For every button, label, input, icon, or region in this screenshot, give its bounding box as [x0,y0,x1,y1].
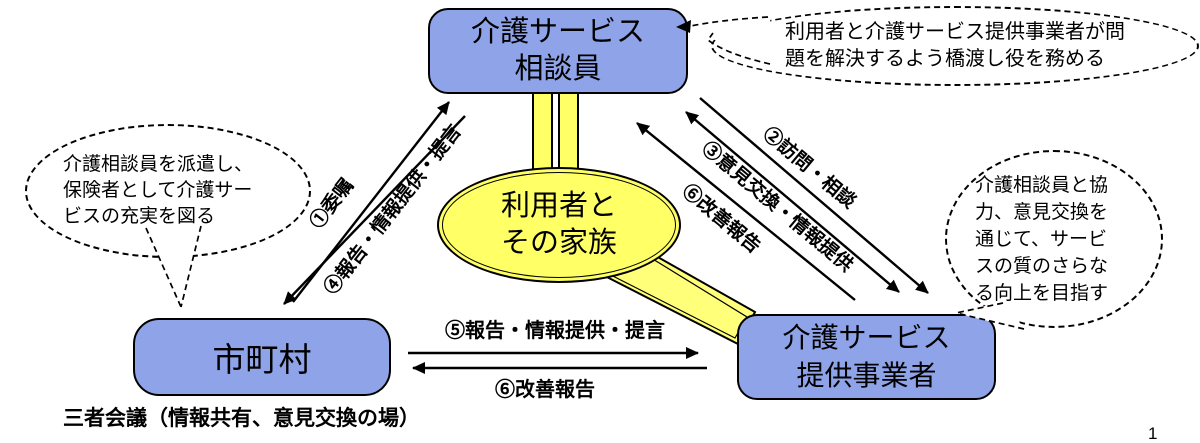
speech-bubble-municipality: 介護相談員を派遣し、 保険者として介護サー ビスの充実を図る [25,124,311,258]
arrow-exchange-info [685,111,900,293]
speech-bubble-provider-text: 介護相談員と協 力、意見交換を 通じて、サービ スの質のさらな る向上を目指す [975,174,1109,304]
arrow-improvement-report-right [636,122,856,301]
caption-three-party-meeting: 三者会議（情報共有、意見交換の場） [63,407,420,430]
arrow-label-commission: ①委嘱 [305,174,358,233]
speech-bubble-consultant-text: 利用者と介護サービス提供事業者が問 題を解決するよう橋渡し役を務める [785,21,1125,70]
speech-bubble-provider: 介護相談員と協 力、意見交換を 通じて、サービ スの質のさらな る向上を目指す [945,150,1163,328]
node-users-and-family-label: 利用者と その家族 [500,190,617,259]
arrow-visit-consult [699,97,929,294]
arrow-label-improvement-bottom: ⑥改善報告 [495,377,595,401]
node-users-and-family: 利用者と その家族 [437,167,681,283]
speech-bubble-consultant: 利用者と介護サービス提供事業者が問 題を解決するよう橋渡し役を務める [711,6,1199,86]
connector-bar-left [532,87,553,173]
node-care-service-consultant-label: 介護サービス 相談員 [470,16,645,85]
arrow-label-report-provider: ⑤報告・情報提供・提言 [445,318,665,342]
page-number: 1 [1148,424,1158,443]
node-care-service-provider: 介護サービス 提供事業者 [737,314,996,400]
node-care-service-consultant: 介護サービス 相談員 [428,8,688,94]
connector-bar-right [558,87,579,173]
node-municipality-label: 市町村 [212,341,312,378]
node-care-service-provider-label: 介護サービス 提供事業者 [782,322,951,391]
arrow-report-to-municipality [283,115,466,305]
node-municipality: 市町村 [133,318,391,396]
speech-bubble-municipality-text: 介護相談員を派遣し、 保険者として介護サー ビスの充実を図る [63,154,254,227]
